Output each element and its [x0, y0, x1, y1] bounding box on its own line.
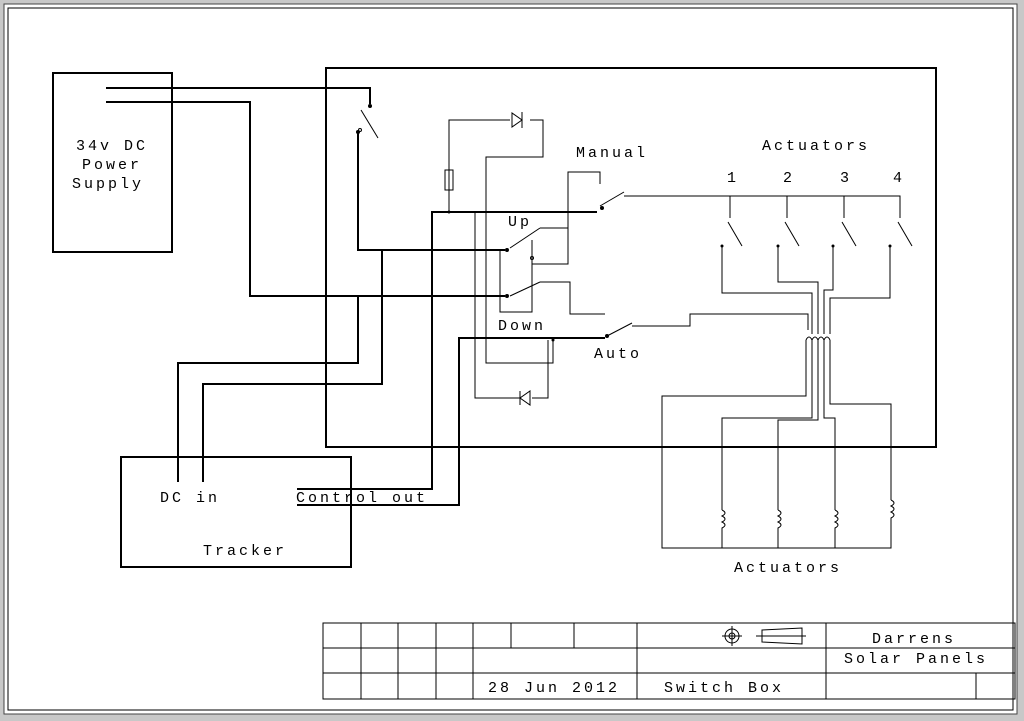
tracker-title: Tracker — [203, 543, 287, 560]
company-line2: Solar Panels — [844, 651, 988, 668]
projection-cone-icon — [761, 627, 803, 645]
actuator-number-4: 4 — [893, 170, 905, 187]
up-label: Up — [508, 214, 532, 231]
motor-1-coil — [720, 509, 726, 530]
led-2 — [519, 390, 531, 406]
wire-psu-positive — [106, 87, 371, 104]
title-block — [322, 622, 1016, 700]
actuator-switch-4 — [897, 221, 913, 247]
drawing-border — [7, 7, 1014, 711]
motor-2-coil — [776, 509, 782, 530]
actuator-number-2: 2 — [783, 170, 795, 187]
led-1 — [511, 112, 523, 128]
tracker-box — [120, 456, 352, 568]
wire-psu-to-tracker-dc1 — [357, 132, 505, 251]
actuator-switch-1 — [727, 221, 743, 247]
auto-label: Auto — [594, 346, 642, 363]
actuators-header: Actuators — [762, 138, 870, 155]
actuators-footer: Actuators — [734, 560, 842, 577]
tracker-dc-in: DC in — [160, 490, 220, 507]
drawing-date: 28 Jun 2012 — [488, 680, 620, 697]
tracker-control-out: Control out — [296, 490, 428, 507]
actuator-switch-3 — [841, 221, 857, 247]
wire-dc-in-a — [177, 296, 359, 482]
switch-box-enclosure — [325, 67, 937, 448]
company-line1: Darrens — [872, 631, 956, 648]
wire-control-out-b — [297, 337, 605, 506]
power-supply-line2: Power — [82, 157, 142, 174]
manual-label: Manual — [576, 145, 648, 162]
actuator-switch-2 — [784, 221, 800, 247]
actuator-number-1: 1 — [727, 170, 739, 187]
wire-dc-in-b — [202, 250, 383, 482]
power-supply-line3: Supply — [72, 176, 144, 193]
drawing-name: Switch Box — [664, 680, 784, 697]
power-supply-line1: 34v DC — [76, 138, 148, 155]
actuator-number-3: 3 — [840, 170, 852, 187]
resistor-r1 — [444, 169, 454, 191]
paper — [3, 3, 1018, 715]
motor-3-coil — [833, 509, 839, 530]
wire-control-out-a — [297, 211, 597, 490]
down-label: Down — [498, 318, 546, 335]
power-supply-box — [52, 72, 173, 253]
motor-4-coil — [889, 499, 895, 520]
wire-psu-negative — [106, 101, 505, 297]
